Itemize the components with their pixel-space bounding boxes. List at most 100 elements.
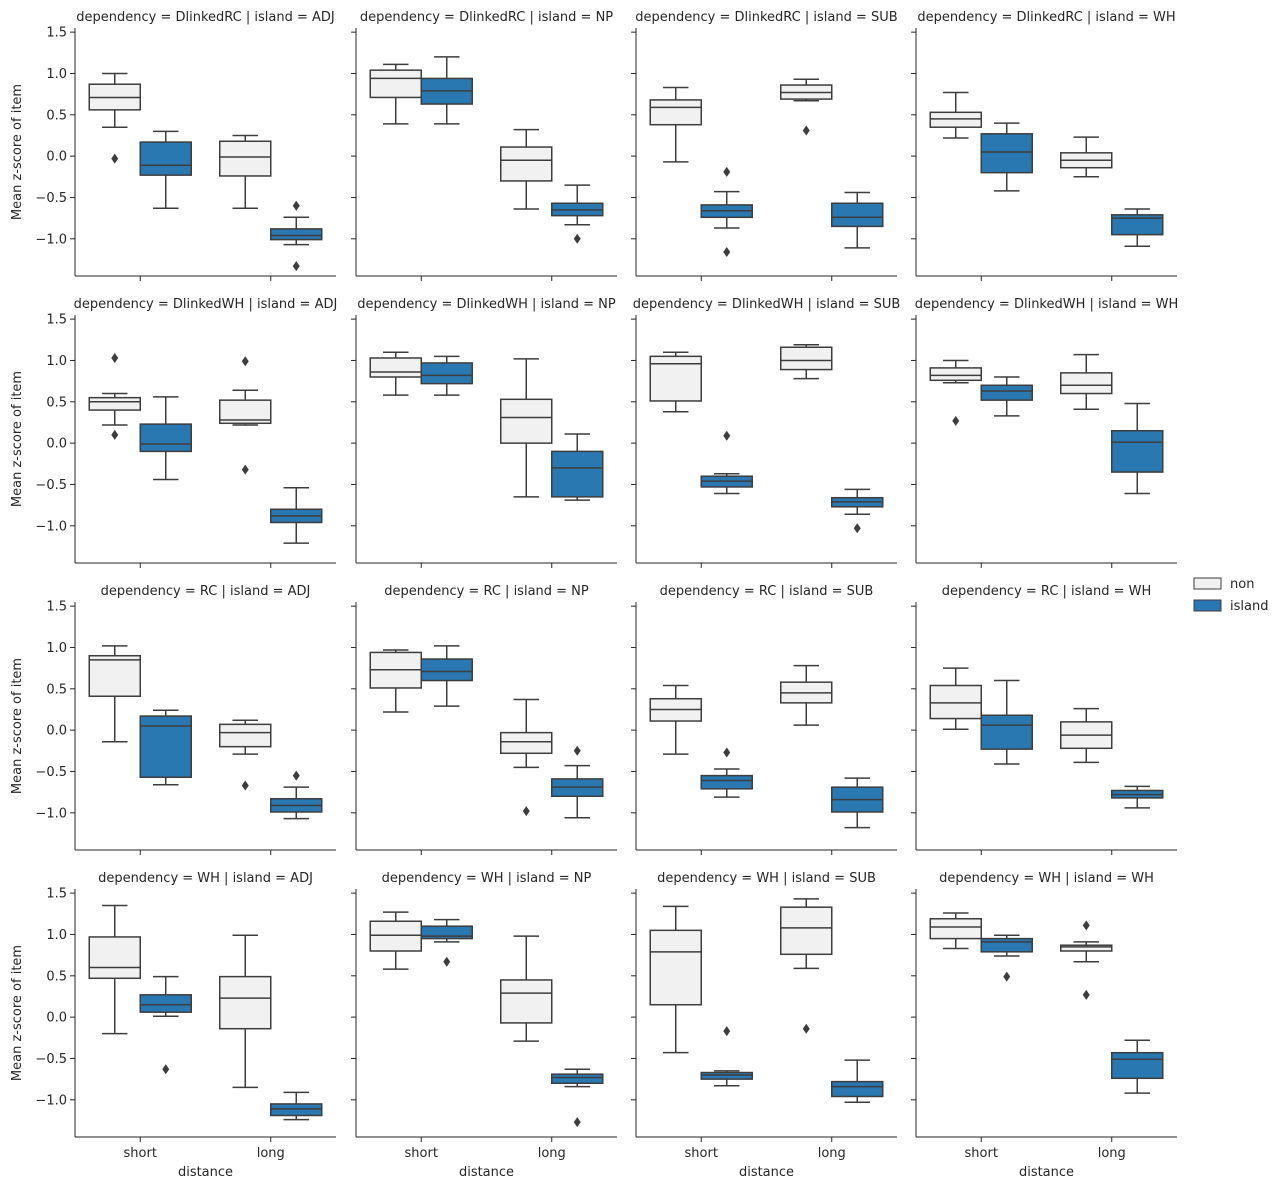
box-short-island bbox=[980, 376, 1033, 417]
box-long-island bbox=[831, 191, 884, 249]
box-iqr bbox=[420, 658, 473, 682]
box-iqr bbox=[929, 684, 982, 720]
y-tick-label: −0.5 bbox=[35, 1052, 67, 1067]
y-tick-label: 0.5 bbox=[46, 969, 67, 984]
box-iqr bbox=[980, 937, 1033, 953]
box-long-non bbox=[780, 78, 833, 136]
box-long-non bbox=[780, 344, 833, 380]
facet-panel: dependency = DlinkedWH | island = NP bbox=[351, 297, 617, 568]
box-iqr bbox=[139, 141, 192, 176]
outlier-point bbox=[723, 1026, 731, 1037]
panel-title: dependency = DlinkedRC | island = ADJ bbox=[76, 10, 334, 25]
box-long-non bbox=[1060, 707, 1113, 764]
box-iqr bbox=[88, 654, 141, 697]
box-long-island bbox=[270, 200, 323, 272]
y-tick-label: 0.5 bbox=[46, 682, 67, 697]
box-iqr bbox=[980, 384, 1033, 401]
facet-panel: dependency = RC | island = SUB bbox=[631, 584, 897, 855]
box-short-non bbox=[369, 911, 422, 970]
box-long-island bbox=[270, 1091, 323, 1121]
box-short-non bbox=[649, 351, 702, 413]
facet-panel: dependency = DlinkedWH | island = SUB bbox=[631, 297, 900, 568]
x-tick-label: long bbox=[818, 1146, 846, 1161]
panel-title: dependency = DlinkedWH | island = ADJ bbox=[74, 297, 338, 312]
facet-panel: dependency = DlinkedWH | island = ADJ1.5… bbox=[10, 297, 337, 568]
x-tick-label: long bbox=[1098, 1146, 1126, 1161]
y-tick-label: 0.0 bbox=[46, 437, 67, 452]
panel-title: dependency = WH | island = ADJ bbox=[98, 871, 313, 886]
box-short-island bbox=[700, 747, 753, 798]
y-tick-label: 1.5 bbox=[46, 26, 67, 41]
box-iqr bbox=[369, 357, 422, 378]
box-short-island bbox=[139, 709, 192, 786]
box-long-island bbox=[1111, 1039, 1164, 1094]
box-long-non bbox=[780, 664, 833, 726]
box-long-non bbox=[219, 134, 272, 209]
outlier-point bbox=[111, 352, 119, 363]
box-short-non bbox=[929, 667, 982, 731]
y-tick-label: −0.5 bbox=[35, 191, 67, 206]
box-iqr bbox=[369, 69, 422, 99]
box-iqr bbox=[700, 774, 753, 790]
outlier-point bbox=[292, 200, 300, 211]
panel-title: dependency = DlinkedRC | island = NP bbox=[360, 10, 613, 25]
outlier-point bbox=[111, 153, 119, 164]
legend-swatch-non bbox=[1193, 577, 1222, 590]
panel-title: dependency = RC | island = NP bbox=[384, 584, 589, 599]
box-short-island bbox=[139, 396, 192, 481]
y-axis-label: Mean z-score of item bbox=[10, 371, 25, 507]
box-long-island bbox=[1111, 402, 1164, 495]
box-short-non bbox=[88, 72, 141, 164]
box-iqr bbox=[929, 111, 982, 128]
box-long-island bbox=[551, 745, 604, 819]
box-long-non bbox=[1060, 920, 1113, 1000]
box-short-island bbox=[700, 166, 753, 258]
y-tick-label: −1.0 bbox=[35, 232, 67, 247]
panel-title: dependency = WH | island = SUB bbox=[657, 871, 876, 886]
x-tick-label: long bbox=[538, 1146, 566, 1161]
box-iqr bbox=[929, 367, 982, 382]
outlier-point bbox=[853, 523, 861, 534]
box-iqr bbox=[831, 1080, 884, 1098]
box-short-island bbox=[420, 645, 473, 707]
box-long-non bbox=[500, 698, 553, 817]
outlier-point bbox=[241, 464, 249, 475]
box-long-non bbox=[500, 935, 553, 1042]
box-iqr bbox=[500, 398, 553, 444]
outlier-point bbox=[952, 415, 960, 426]
outlier-point bbox=[723, 430, 731, 441]
outlier-point bbox=[1082, 989, 1090, 1000]
x-axis-label: distance bbox=[739, 1165, 794, 1180]
x-tick-label: short bbox=[685, 1146, 718, 1161]
y-tick-label: 1.5 bbox=[46, 600, 67, 615]
facet-panel: dependency = DlinkedRC | island = ADJ 1.5… bbox=[10, 10, 336, 281]
box-iqr bbox=[500, 979, 553, 1024]
box-long-non bbox=[1060, 136, 1113, 178]
box-short-island bbox=[700, 1026, 753, 1087]
y-tick-label: −0.5 bbox=[35, 765, 67, 780]
box-long-island bbox=[551, 433, 604, 501]
box-iqr bbox=[270, 1103, 323, 1117]
legend-label-non: non bbox=[1230, 577, 1254, 592]
panel-title: dependency = WH | island = WH bbox=[939, 871, 1154, 886]
box-iqr bbox=[1111, 1051, 1164, 1080]
outlier-point bbox=[802, 1023, 810, 1034]
box-iqr bbox=[1060, 944, 1113, 952]
box-short-island bbox=[420, 56, 473, 125]
outlier-point bbox=[723, 247, 731, 258]
box-long-non bbox=[219, 356, 272, 475]
box-long-island bbox=[831, 777, 884, 829]
box-short-island bbox=[420, 355, 473, 396]
panel-title: dependency = RC | island = SUB bbox=[660, 584, 874, 599]
y-tick-label: −1.0 bbox=[35, 1093, 67, 1108]
outlier-point bbox=[573, 1117, 581, 1128]
outlier-point bbox=[443, 956, 451, 967]
box-short-non bbox=[649, 86, 702, 163]
box-iqr bbox=[500, 731, 553, 755]
box-iqr bbox=[831, 202, 884, 228]
legend-label-island: island bbox=[1230, 599, 1268, 614]
box-iqr bbox=[980, 714, 1033, 750]
box-iqr bbox=[780, 346, 833, 371]
